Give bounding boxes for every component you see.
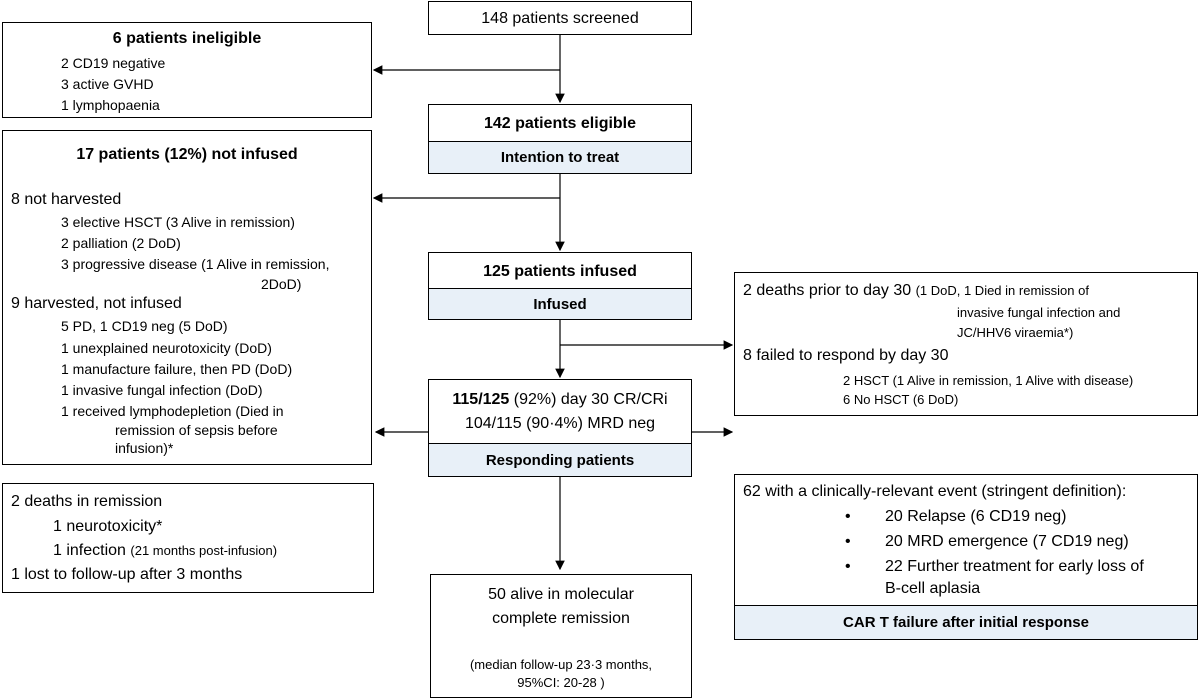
harvested-item: 1 manufacture failure, then PD (DoD)	[61, 361, 293, 377]
ineligible-box: 6 patients ineligible 2 CD19 negative 3 …	[2, 22, 372, 118]
responding-line1: 115/125 (92%) day 30 CR/CRi	[429, 392, 691, 408]
events-item: 22 Further treatment for early loss of	[885, 558, 1144, 575]
remission-deaths-title: 2 deaths in remission	[11, 493, 163, 510]
responding-line2: 104/115 (90·4%) MRD neg	[464, 415, 656, 432]
eligible-box: 142 patients eligible Intention to treat	[428, 104, 692, 174]
alive-line2: complete remission	[492, 610, 630, 627]
early-deaths-detail-line: JC/HHV6 viraemia*)	[957, 325, 1074, 340]
remission-infection: 1 infection (21 months post-infusion)	[53, 543, 277, 559]
early-deaths-main: 2 deaths prior to day 30	[743, 282, 912, 299]
harvested-item: infusion)*	[115, 440, 174, 456]
infused-box: 125 patients infused Infused	[428, 252, 692, 320]
not-infused-box: 17 patients (12%) not infused 8 not harv…	[2, 130, 372, 465]
bullet-icon: •	[845, 558, 851, 575]
remission-infection-detail: (21 months post-infusion)	[130, 543, 278, 558]
early-deaths-heading: 2 deaths prior to day 30 (1 DoD, 1 Died …	[743, 283, 1089, 299]
screened-box: 148 patients screened	[428, 1, 692, 35]
alive-follow-up-ci: 95%CI: 20-28 )	[517, 675, 605, 690]
ineligible-title: 6 patients ineligible	[112, 30, 262, 47]
alive-line1: 50 alive in molecular	[488, 586, 634, 603]
responding-box: 115/125 (92%) day 30 CR/CRi 104/115 (90·…	[428, 379, 692, 477]
events-title: 62 with a clinically-relevant event (str…	[743, 483, 1127, 500]
harvested-item: 1 invasive fungal infection (DoD)	[61, 382, 263, 398]
early-deaths-detail-line: invasive fungal infection and	[957, 305, 1121, 320]
not-harvested-item: 2DoD)	[261, 276, 302, 292]
bullet-icon: •	[845, 508, 851, 525]
harvested-item: 1 received lymphodepletion (Died in	[61, 403, 284, 419]
lost-follow-up: 1 lost to follow-up after 3 months	[11, 566, 243, 583]
infused-band: Infused	[429, 288, 691, 319]
harvested-item: 5 PD, 1 CD19 neg (5 DoD)	[61, 318, 228, 334]
responding-band: Responding patients	[429, 443, 691, 476]
infused-label: 125 patients infused	[483, 263, 637, 280]
events-item: B-cell aplasia	[885, 580, 981, 597]
ineligible-item: 1 lymphopaenia	[61, 97, 160, 113]
remission-deaths-box: 2 deaths in remission 1 neurotoxicity* 1…	[2, 483, 374, 593]
ineligible-item: 2 CD19 negative	[61, 55, 166, 71]
alive-follow-up: (median follow-up 23·3 months,	[469, 657, 653, 672]
failed-item: 2 HSCT (1 Alive in remission, 1 Alive wi…	[843, 373, 1134, 388]
intention-to-treat-band: Intention to treat	[429, 141, 691, 173]
early-deaths-detail: (1 DoD, 1 Died in remission of	[915, 283, 1089, 298]
responding-count: 115/125	[452, 391, 510, 408]
failure-events-box: 62 with a clinically-relevant event (str…	[734, 474, 1198, 640]
failed-item: 6 No HSCT (6 DoD)	[843, 392, 959, 407]
early-events-box: 2 deaths prior to day 30 (1 DoD, 1 Died …	[734, 272, 1198, 416]
remission-neuro: 1 neurotoxicity*	[53, 518, 163, 535]
remission-infection-main: 1 infection	[53, 542, 126, 559]
ineligible-item: 3 active GVHD	[61, 76, 154, 92]
harvested-item: 1 unexplained neurotoxicity (DoD)	[61, 340, 272, 356]
not-harvested-item: 3 elective HSCT (3 Alive in remission)	[61, 214, 295, 230]
not-harvested-item: 3 progressive disease (1 Alive in remiss…	[61, 256, 330, 272]
not-harvested-heading: 8 not harvested	[11, 191, 122, 208]
not-infused-title: 17 patients (12%) not infused	[76, 146, 298, 163]
responding-rate: (92%) day 30 CR/CRi	[513, 391, 668, 408]
car-t-failure-band: CAR T failure after initial response	[735, 605, 1197, 639]
bullet-icon: •	[845, 533, 851, 550]
events-item: 20 Relapse (6 CD19 neg)	[885, 508, 1067, 525]
not-harvested-item: 2 palliation (2 DoD)	[61, 235, 181, 251]
harvested-heading: 9 harvested, not infused	[11, 295, 182, 312]
eligible-label: 142 patients eligible	[483, 115, 637, 132]
screened-label: 148 patients screened	[481, 10, 639, 27]
harvested-item: remission of sepsis before	[115, 422, 278, 438]
events-item: 20 MRD emergence (7 CD19 neg)	[885, 533, 1129, 550]
alive-remission-box: 50 alive in molecular complete remission…	[430, 574, 692, 698]
failed-heading: 8 failed to respond by day 30	[743, 347, 949, 364]
